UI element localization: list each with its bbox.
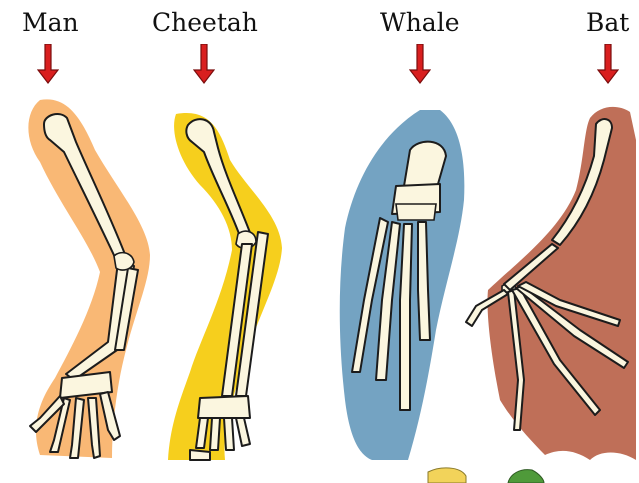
man-arm xyxy=(28,99,150,458)
leaf-decoration xyxy=(428,468,544,483)
bat-wing xyxy=(466,107,636,460)
cheetah-leg xyxy=(168,113,282,460)
whale-flipper xyxy=(340,110,465,460)
